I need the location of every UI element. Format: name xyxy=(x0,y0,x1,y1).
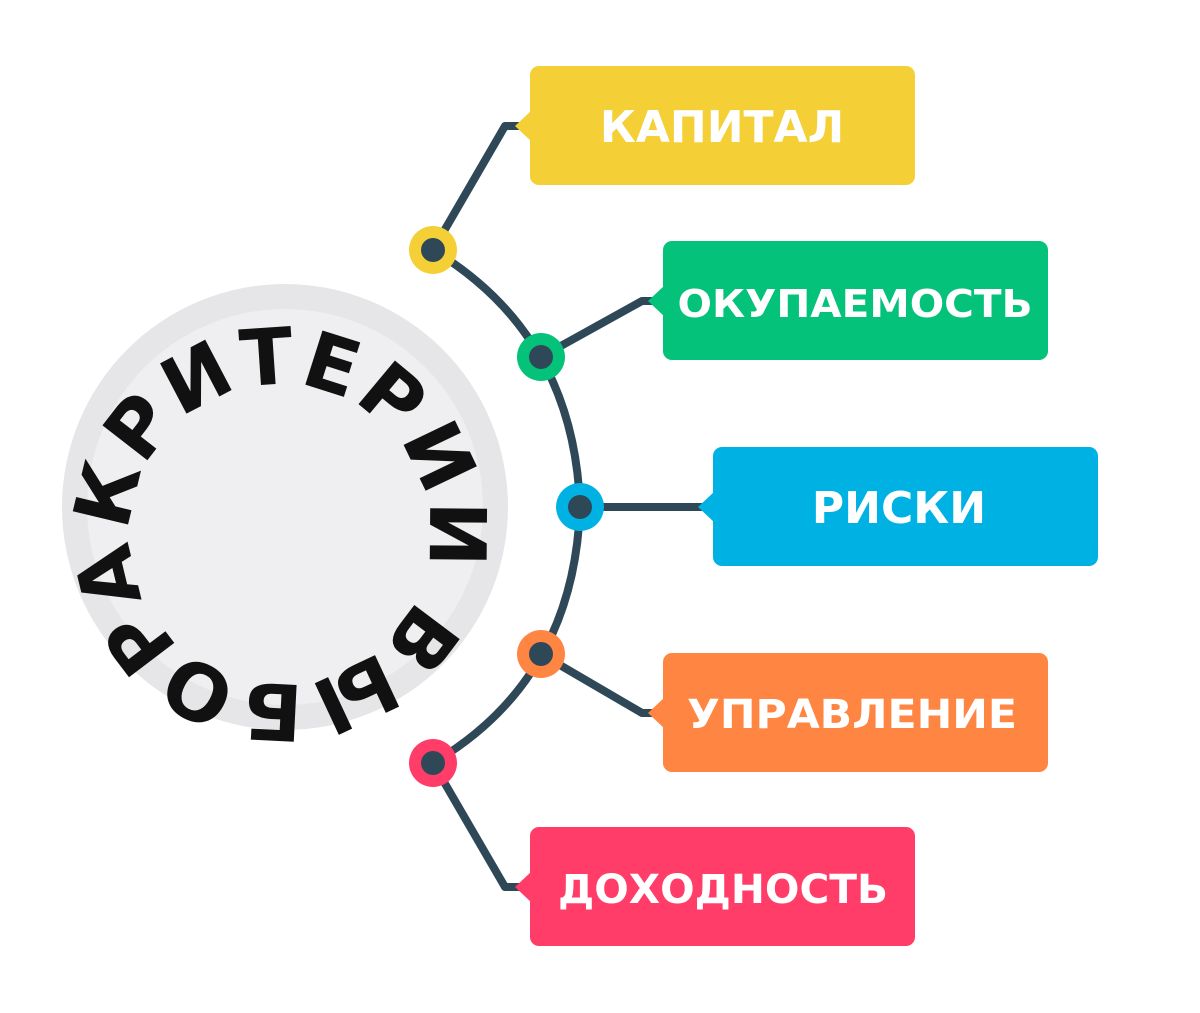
criterion-upravlenie: УПРАВЛЕНИЕ xyxy=(648,653,1048,772)
criterion-pointer xyxy=(648,285,665,317)
node-core xyxy=(568,495,592,519)
criterion-pointer xyxy=(698,491,715,523)
node-core xyxy=(421,751,445,775)
node-riski xyxy=(556,483,604,531)
criterion-box xyxy=(530,827,915,946)
criterion-box xyxy=(713,447,1098,566)
center-circle: КРИТЕРИИ ВЫБОРА xyxy=(57,284,508,756)
criterion-box xyxy=(663,653,1048,772)
node-dokhodnost xyxy=(409,739,457,787)
criterion-kapital: КАПИТАЛ xyxy=(515,66,915,185)
node-core xyxy=(421,238,445,262)
criterion-pointer xyxy=(515,110,532,142)
criterion-label: ДОХОДНОСТЬ xyxy=(558,867,888,913)
node-kapital xyxy=(409,226,457,274)
criterion-box xyxy=(530,66,915,185)
node-okupaemost xyxy=(517,333,565,381)
criterion-label: ОКУПАЕМОСТЬ xyxy=(678,282,1033,326)
criterion-label: РИСКИ xyxy=(812,483,986,534)
criterion-dokhodnost: ДОХОДНОСТЬ xyxy=(515,827,915,946)
arc-nodes xyxy=(409,226,604,787)
node-core xyxy=(529,642,553,666)
criterion-pointer xyxy=(515,871,532,903)
criterion-okupaemost: ОКУПАЕМОСТЬ xyxy=(648,241,1048,360)
criterion-pointer xyxy=(648,697,665,729)
node-upravlenie xyxy=(517,630,565,678)
node-core xyxy=(529,345,553,369)
criterion-riski: РИСКИ xyxy=(698,447,1098,566)
center-inner xyxy=(87,309,483,705)
criterion-box xyxy=(663,241,1048,360)
criterion-label: УПРАВЛЕНИЕ xyxy=(687,692,1017,738)
criterion-label: КАПИТАЛ xyxy=(600,102,844,153)
